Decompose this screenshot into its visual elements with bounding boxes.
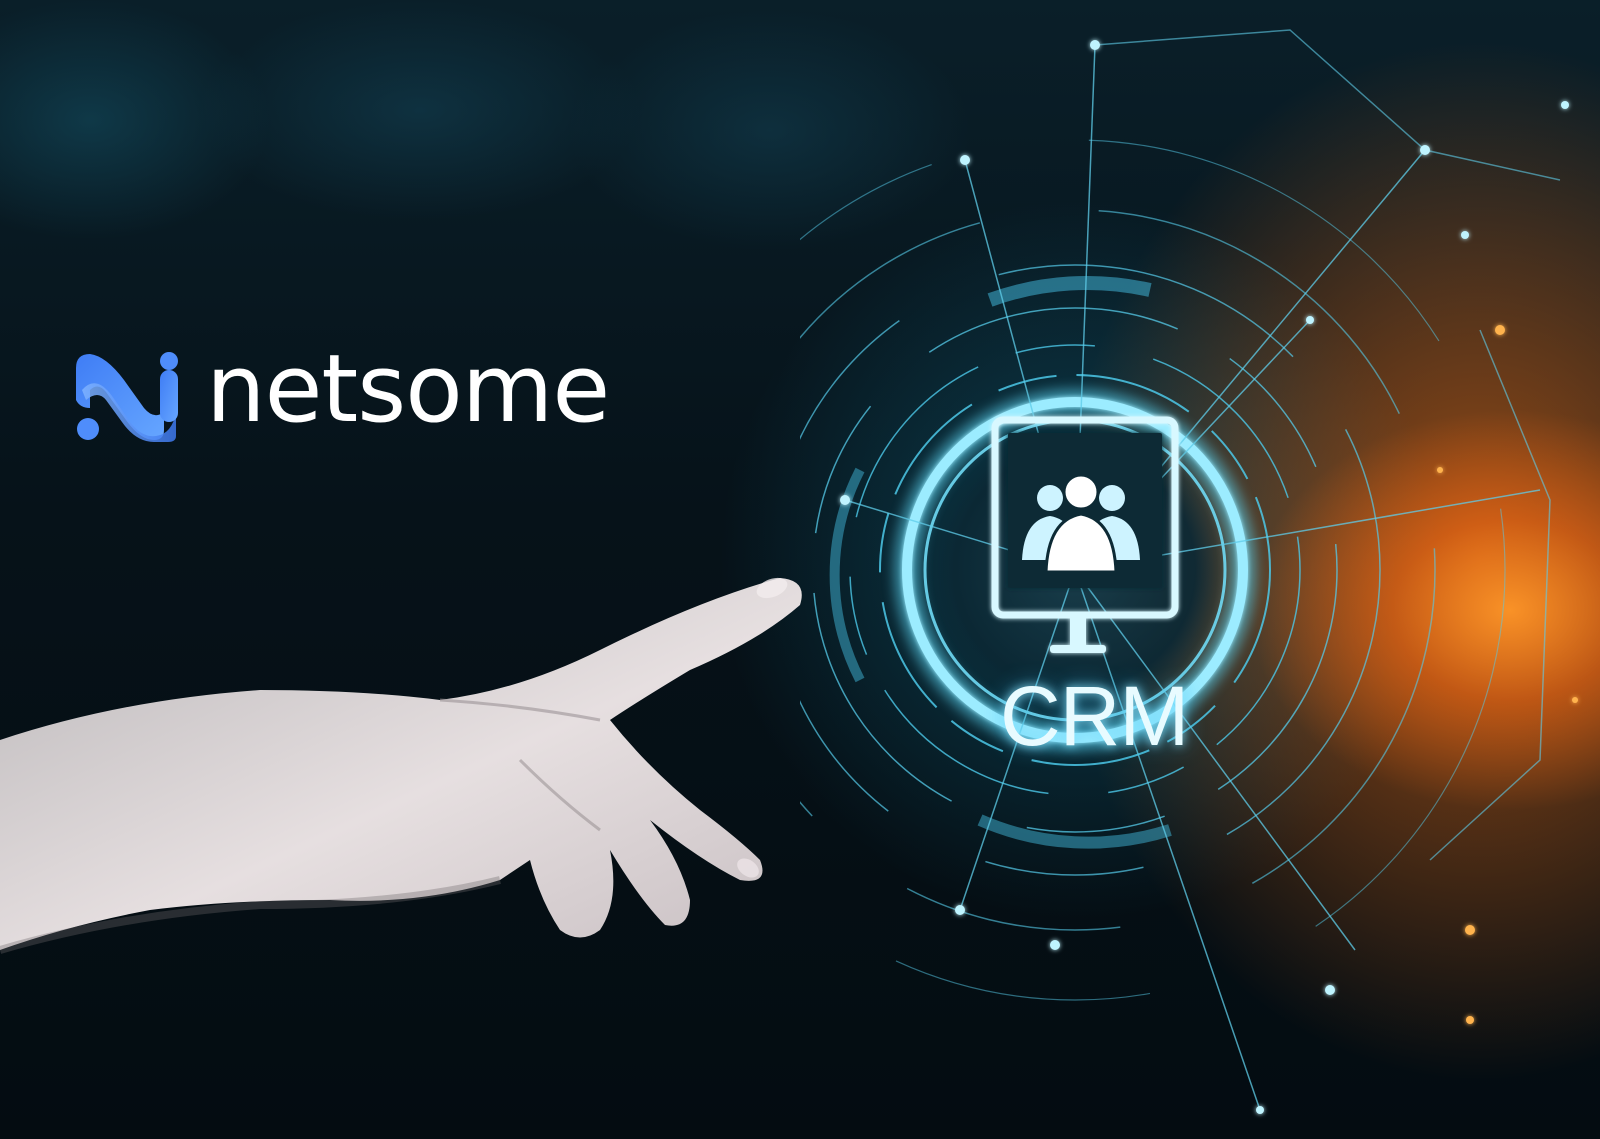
hud-node [1050, 940, 1060, 950]
netsome-logo: netsome [76, 343, 610, 442]
hud-ring-5 [800, 264, 1381, 876]
flare-spark [1465, 925, 1475, 935]
crm-hologram [800, 29, 1578, 1114]
hand-palm [0, 578, 802, 950]
hud-outer-frame-right [1429, 329, 1551, 861]
hud-node [960, 155, 970, 165]
fingernail [756, 577, 788, 599]
hud-node [1306, 316, 1314, 324]
hud-ring-4 [812, 307, 1338, 833]
hand-finger-crease [439, 698, 601, 722]
hud-ring-3 [849, 344, 1301, 796]
crm-label: CRM [1000, 669, 1189, 763]
hud-node [1256, 1106, 1264, 1114]
hud-ring-2 [879, 374, 1271, 766]
flare-spark [1466, 1016, 1474, 1024]
flare-spark [1572, 697, 1578, 703]
hud-arc-bottom [977, 814, 1172, 849]
hud-arc-left [829, 467, 865, 683]
netsome-n-icon [76, 352, 178, 442]
fingernail [737, 858, 759, 878]
hud-ring-6 [800, 209, 1436, 931]
hud-node [1561, 101, 1569, 109]
hud-node [1461, 231, 1469, 239]
hud-node [1420, 145, 1430, 155]
hud-nodes [840, 40, 1569, 1114]
pointing-hand [0, 577, 802, 954]
hud-node [840, 495, 850, 505]
hud-arc-top [987, 275, 1152, 307]
monitor-users-icon [991, 416, 1179, 653]
hud-node [1325, 985, 1335, 995]
hud-ring-7 [800, 139, 1506, 1001]
hud-node [1090, 40, 1100, 50]
flare-sparks [1437, 325, 1578, 1024]
flare-spark [1495, 325, 1505, 335]
hud-main-ring [902, 397, 1248, 743]
brand-name: netsome [206, 335, 610, 444]
hand-lower-shadow [0, 876, 501, 954]
hud-outer-frame [1094, 29, 1561, 181]
flare-spark [1437, 467, 1443, 473]
hud-node [955, 905, 965, 915]
hand-knuckle-shadow [518, 758, 601, 832]
